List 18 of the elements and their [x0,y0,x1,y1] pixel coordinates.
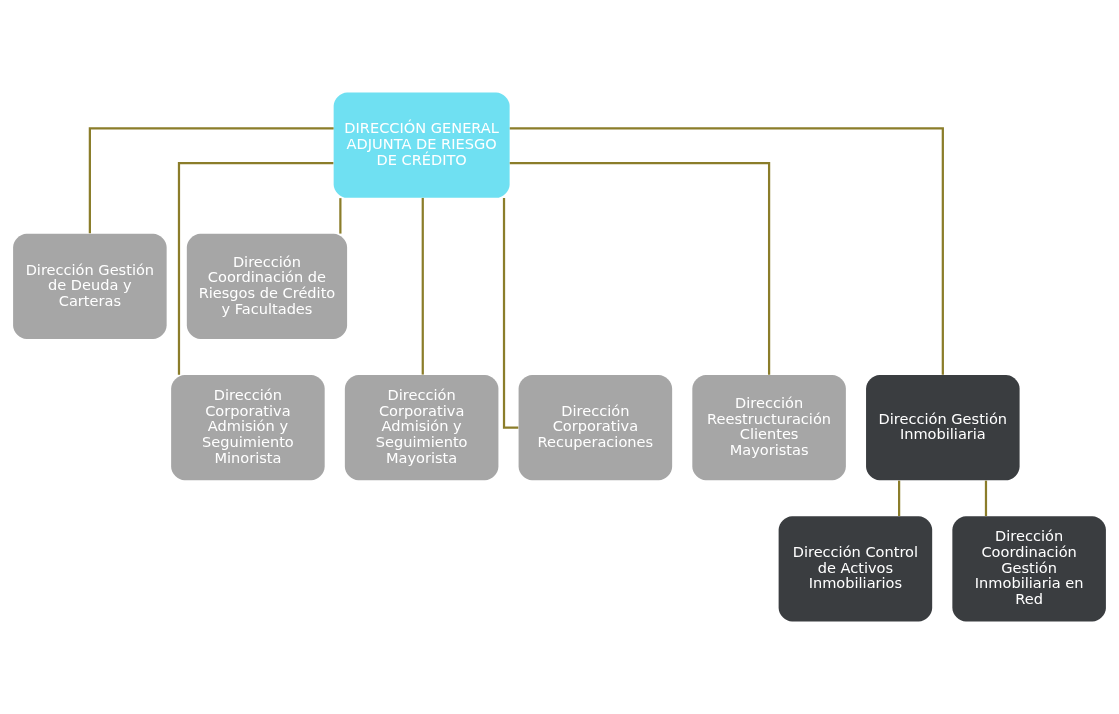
connector [984,480,988,516]
connector [88,127,334,234]
node-box: Dirección Corporativa Admisión y Seguimiento Minorista [171,374,325,481]
node-box: Dirección Coordinación Gestión Inmobiliaria en Red [952,516,1106,622]
connector [339,198,342,234]
node-box: Dirección Gestión de Deuda y Carteras [13,233,167,340]
node-box: Dirección Coordinación de Riesgos de Crédito y Facultades [186,233,348,340]
node-box: Dirección Corporativa Admisión y Seguimiento Mayorista [344,374,499,481]
node-box: Dirección Reestructuración Clientes Mayoristas [692,374,846,481]
connector [177,162,334,375]
node-box: Dirección Corporativa Recuperaciones [518,374,673,481]
connector [509,162,771,375]
connector [898,480,901,516]
node-box: DIRECCIÓN GENERAL ADJUNTA DE RIESGO DE CRÉDITO [333,92,510,198]
connector [509,127,944,375]
node-box: Dirección Control de Activos Inmobiliarios [778,516,933,622]
connector [421,197,424,375]
node-box: Dirección Gestión Inmobiliaria [866,374,1020,481]
